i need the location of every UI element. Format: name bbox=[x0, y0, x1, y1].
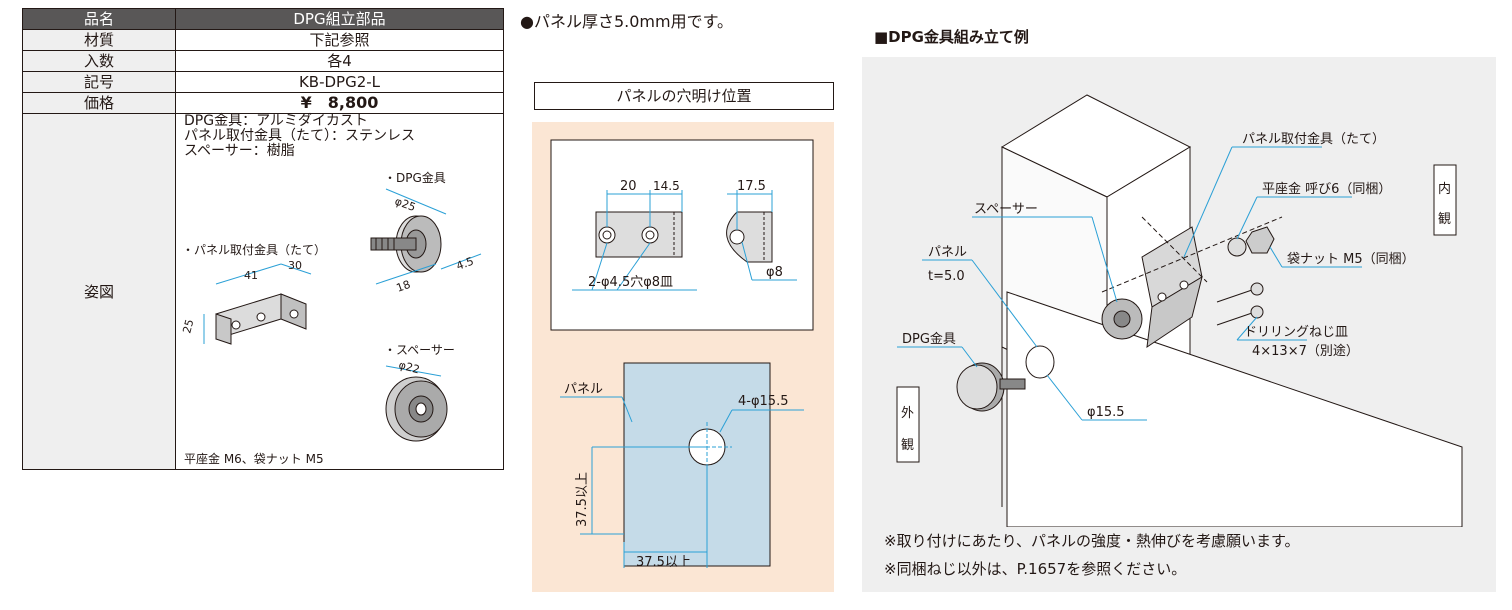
material-line: パネル取付金具（たて）：ステンレス bbox=[184, 128, 415, 144]
figure-cell: DPG金具：アルミダイカスト パネル取付金具（たて）：ステンレス スペーサー：樹… bbox=[175, 113, 504, 470]
row-label: 価格 bbox=[22, 92, 176, 114]
row-label: 入数 bbox=[22, 50, 176, 72]
dim-label: 37.5以上 bbox=[575, 472, 590, 527]
dim-label: 17.5 bbox=[737, 179, 766, 194]
spacer-drawing: φ22 bbox=[385, 358, 448, 442]
table-row: 品名 DPG組立部品 bbox=[22, 8, 504, 30]
dim-label: φ25 bbox=[393, 195, 417, 214]
materials-list: DPG金具：アルミダイカスト パネル取付金具（たて）：ステンレス スペーサー：樹… bbox=[184, 114, 415, 159]
material-line: スペーサー：樹脂 bbox=[184, 143, 295, 159]
dim-label: 18 bbox=[395, 278, 413, 295]
dim-label: 4.5 bbox=[455, 255, 476, 273]
dpg-label: DPG金具 bbox=[902, 331, 956, 347]
row-label: 品名 bbox=[22, 8, 176, 30]
dpg-fitting-drawing: φ25 4.5 18 bbox=[370, 188, 482, 295]
dim-label: 37.5以上 bbox=[636, 555, 691, 570]
table-row: 記号 KB-DPG2-L bbox=[22, 71, 504, 93]
screw-size-label: 4×13×7（別途） bbox=[1252, 343, 1359, 359]
hole-label: φ15.5 bbox=[1087, 405, 1125, 420]
panel-label: パネル bbox=[928, 245, 967, 260]
assembly-note: ※取り付けにあたり、パネルの強度・熱伸びを考慮願います。 bbox=[884, 532, 1300, 550]
spacer-callout: ・スペーサー bbox=[384, 343, 455, 357]
dpg-callout: ・DPG金具 bbox=[384, 171, 446, 185]
price-value: ¥ 8,800 bbox=[175, 92, 504, 114]
panel-label: パネル bbox=[564, 382, 603, 397]
nut-label: 袋ナット M5（同梱） bbox=[1287, 252, 1415, 267]
bracket-label: パネル取付金具（たて） bbox=[1242, 131, 1385, 147]
dim-label: 14.5 bbox=[653, 179, 680, 193]
dim-label: 41 bbox=[244, 269, 258, 282]
dim-label: φ22 bbox=[397, 358, 421, 376]
bracket-drawing: 41 30 25 bbox=[180, 259, 312, 345]
inside-sign: 観 bbox=[1438, 212, 1451, 227]
row-value: 下記参照 bbox=[175, 29, 504, 51]
assembly-note: ※同梱ねじ以外は、P.1657を参照ください。 bbox=[884, 560, 1187, 578]
panel-thickness-note: ●パネル厚さ5.0mm用です。 bbox=[520, 12, 733, 31]
row-label: 記号 bbox=[22, 71, 176, 93]
hardware-note: 平座金 M6、袋ナット M5 bbox=[184, 452, 324, 466]
row-value: 各4 bbox=[175, 50, 504, 72]
assembly-drawing: パネル取付金具（たて） 平座金 呼び6（同梱） スペーサー 袋ナット M5（同梱… bbox=[896, 94, 1463, 527]
table-row: 価格 ¥ 8,800 bbox=[22, 92, 504, 114]
inside-sign: 内 bbox=[1438, 181, 1451, 197]
spacer-label: スペーサー bbox=[974, 202, 1038, 217]
dim-label: φ8 bbox=[766, 265, 783, 280]
dim-label: 30 bbox=[288, 259, 302, 272]
spec-table: 品名 DPG組立部品 材質 下記参照 入数 各4 記号 KB-DPG2-L 価格… bbox=[22, 8, 504, 470]
assembly-title: ■DPG金具組み立て例 bbox=[874, 28, 1029, 46]
dim-label: 20 bbox=[620, 179, 637, 194]
table-row: 入数 各4 bbox=[22, 50, 504, 72]
screw-label: ドリリングねじ皿 bbox=[1244, 325, 1348, 340]
material-line: DPG金具：アルミダイカスト bbox=[184, 113, 368, 129]
dim-label: 2-φ4.5穴φ8皿 bbox=[588, 275, 673, 290]
outside-sign: 観 bbox=[901, 438, 914, 453]
table-row: 材質 下記参照 bbox=[22, 29, 504, 51]
outside-sign: 外 bbox=[901, 406, 914, 421]
row-label: 材質 bbox=[22, 29, 176, 51]
thickness-label: t=5.0 bbox=[928, 269, 965, 284]
figure-label: 姿図 bbox=[22, 113, 176, 470]
table-row: 姿図 DPG金具：アルミダイカスト パネル取付金具（たて）：ステンレス スペーサ… bbox=[22, 113, 504, 470]
drilling-box-title: パネルの穴明け位置 bbox=[534, 82, 834, 110]
row-value: KB-DPG2-L bbox=[175, 71, 504, 93]
bracket-callout: ・パネル取付金具（たて） bbox=[182, 243, 327, 257]
washer-label: 平座金 呼び6（同梱） bbox=[1262, 181, 1391, 197]
dim-label: 25 bbox=[180, 318, 196, 335]
row-value: DPG組立部品 bbox=[175, 8, 504, 30]
drilling-diagram: 20 14.5 17.5 2-φ4.5穴φ8皿 φ8 パネル 4-φ15.5 3… bbox=[550, 139, 814, 570]
dim-label: 4-φ15.5 bbox=[738, 394, 788, 409]
